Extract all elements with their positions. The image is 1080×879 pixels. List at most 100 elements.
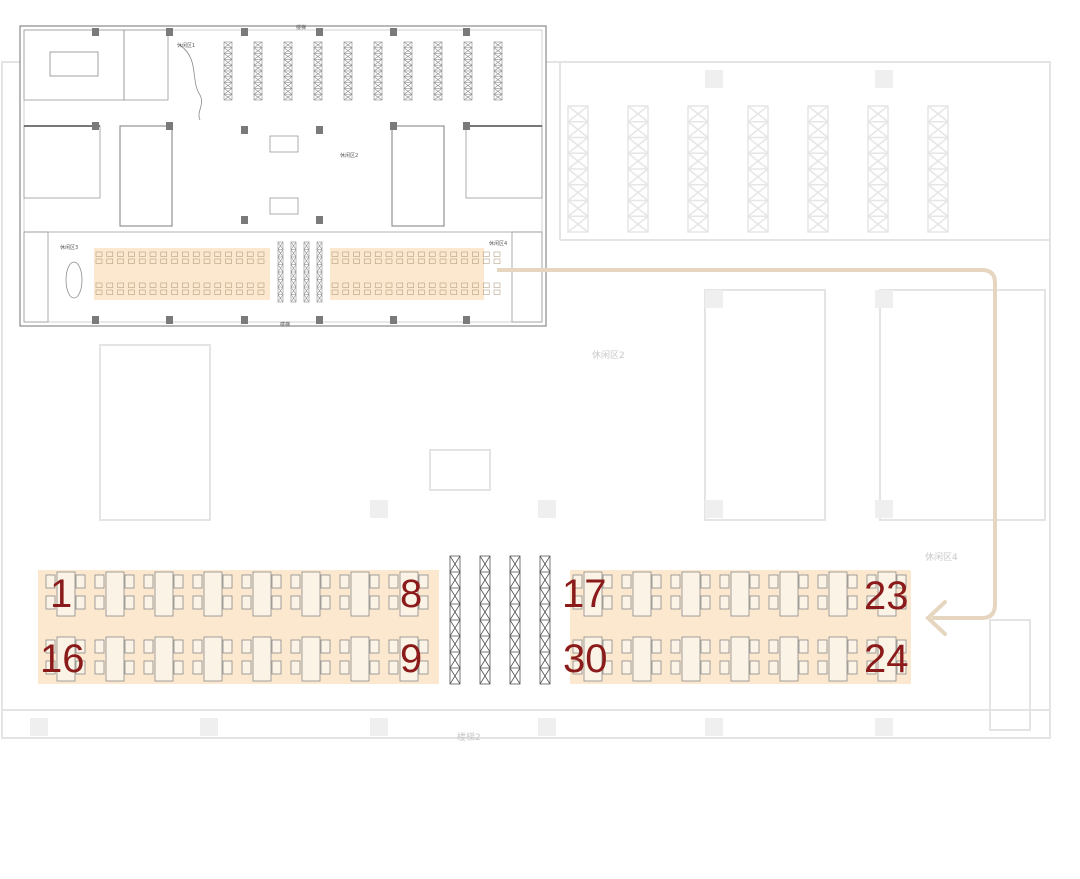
overview-center-rack-brace <box>303 294 310 303</box>
detail-chair <box>651 660 662 675</box>
overview-top-rack-brace <box>343 53 353 60</box>
overview-top-rack-brace <box>343 88 353 95</box>
faint-rack-brace <box>807 105 829 123</box>
overview-center-rack-brace <box>290 249 297 258</box>
overview-seat <box>342 289 350 295</box>
detail-table <box>203 571 223 617</box>
overview-bottom-label: 楼梯 <box>280 321 290 328</box>
overview-seat <box>257 258 265 264</box>
overview-seat <box>439 258 447 264</box>
detail-chair <box>651 595 662 610</box>
overview-top-rack-brace <box>283 76 293 83</box>
overview-seat <box>385 251 393 257</box>
faint-rack-brace <box>807 168 829 186</box>
overview-pillar <box>316 28 323 36</box>
detail-chair <box>75 574 86 589</box>
overview-seat <box>214 289 222 295</box>
detail-chair <box>418 595 429 610</box>
detail-chair <box>602 660 613 675</box>
detail-rack-brace <box>539 555 551 573</box>
overview-pillar <box>241 28 248 36</box>
faint-rack-brace <box>807 199 829 217</box>
detail-rack-brace <box>509 651 521 669</box>
detail-chair <box>572 639 583 654</box>
faint-rack-brace <box>927 184 949 202</box>
detail-chair <box>222 574 233 589</box>
detail-chair <box>75 595 86 610</box>
overview-top-rack-brace <box>223 88 233 95</box>
overview-center-rack-brace <box>277 256 284 265</box>
detail-rack-brace <box>509 571 521 589</box>
faint-rack-brace <box>927 168 949 186</box>
overview-top-rack-brace <box>463 41 473 49</box>
faint-pillar <box>875 500 893 518</box>
overview-top-rack-brace <box>463 59 473 66</box>
detail-table <box>350 571 370 617</box>
overview-seat <box>257 251 265 257</box>
overview-top-rack-brace <box>253 76 263 83</box>
faint-rack-brace <box>927 152 949 170</box>
overview-top-rack-brace <box>403 76 413 83</box>
overview-seat <box>482 282 490 288</box>
overview-seat <box>364 289 371 295</box>
detail-chair <box>94 660 105 675</box>
overview-top-rack-brace <box>313 82 323 89</box>
overview-seat <box>192 282 200 288</box>
detail-rack-brace <box>449 587 461 605</box>
overview-top-rack-brace <box>283 59 293 66</box>
overview-seat <box>450 282 458 288</box>
overview-top-rack-brace <box>343 59 353 66</box>
overview-seat <box>461 258 468 264</box>
overview-pillar <box>463 122 470 130</box>
detail-chair <box>222 595 233 610</box>
detail-chair <box>124 574 135 589</box>
detail-chair <box>45 574 56 589</box>
detail-chair <box>651 574 662 589</box>
overview-seat <box>418 282 425 288</box>
faint-rack-brace <box>627 199 649 217</box>
detail-chair <box>241 574 252 589</box>
detail-chair <box>817 660 828 675</box>
overview-seat <box>374 258 382 264</box>
faint-rack-brace <box>867 168 889 186</box>
detail-chair <box>602 639 613 654</box>
overview-seat <box>353 251 360 257</box>
overview-seat <box>482 251 490 257</box>
seat-number-23: 23 <box>864 574 909 618</box>
overview-top-rack-brace <box>253 47 263 54</box>
detail-table <box>828 571 848 617</box>
overview-seat <box>342 258 350 264</box>
detail-chair <box>621 574 632 589</box>
detail-chair <box>700 595 711 610</box>
detail-chair <box>719 574 730 589</box>
overview-seat <box>482 258 490 264</box>
overview-seat <box>182 289 189 295</box>
seat-number-30: 30 <box>563 637 608 681</box>
overview-seat <box>407 289 414 295</box>
overview-top-rack-brace <box>493 64 503 72</box>
overview-seat <box>149 258 157 264</box>
faint-rack-brace <box>807 136 829 154</box>
detail-chair <box>124 660 135 675</box>
detail-chair <box>817 595 828 610</box>
detail-table <box>105 571 125 617</box>
detail-table <box>252 571 272 617</box>
overview-seat <box>203 282 211 288</box>
overview-seat <box>439 289 447 295</box>
detail-chair <box>651 639 662 654</box>
overview-seat <box>95 282 103 288</box>
detail-table <box>877 571 897 617</box>
overview-top-rack-brace <box>373 93 383 101</box>
detail-rack-brace <box>509 603 521 621</box>
overview-seat <box>364 282 371 288</box>
overview-seat <box>493 258 501 264</box>
overview-top-rack-brace <box>433 82 443 89</box>
detail-chair <box>749 660 760 675</box>
detail-chair <box>700 660 711 675</box>
detail-chair <box>290 660 301 675</box>
overview-top-rack-brace <box>433 70 443 78</box>
faint-rack-brace <box>567 184 589 202</box>
overview-seat <box>493 289 501 295</box>
overview-top-rack-brace <box>403 59 413 66</box>
detail-table <box>350 636 370 682</box>
